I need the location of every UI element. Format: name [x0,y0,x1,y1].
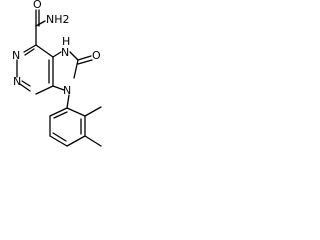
bond-c-n-amide [35,20,46,27]
bond-ring-6 [35,44,54,58]
aryl-bond-3 [66,135,86,147]
bond-n-aryl [66,94,70,109]
bond-five-3 [73,59,79,79]
bond-five-1 [52,51,62,58]
aryl-bond-4-inner [52,132,67,142]
bond-ring-1 [23,44,37,53]
aryl-bond-6-inner [53,111,68,119]
amide-o-label: O [33,0,42,11]
chemical-structure: NH2 O H N N N N O [0,0,114,153]
pyrimidine-n-bottom-label: N [13,75,21,88]
amide-nh2-label: NH2 [46,13,70,26]
oxo-o-label: O [92,49,101,62]
imidazole-n-aryl-label: N [63,84,71,97]
imidazole-nh-label: N [61,46,69,59]
pyrimidine-n-top-label: N [12,49,20,62]
bond-five-4 [52,85,65,91]
bond-ring-1-inner [24,48,35,56]
bond-five-2 [69,51,79,61]
molecule-diagram: NH2 O H N N N N O [12,0,102,147]
bond-ring-3-inner [21,80,31,87]
aryl-bond-4 [49,135,68,147]
aryl-bond-6 [49,107,68,117]
bond-oxo-1 [77,55,92,61]
methyl-bond-lower [84,135,102,147]
bond-ring-3 [19,83,31,92]
aryl-bond-1 [66,107,86,117]
bond-oxo-2 [77,59,93,65]
methyl-bond-upper [84,106,102,117]
imidazole-h-label: H [62,35,70,48]
bond-ring-4 [35,85,54,95]
